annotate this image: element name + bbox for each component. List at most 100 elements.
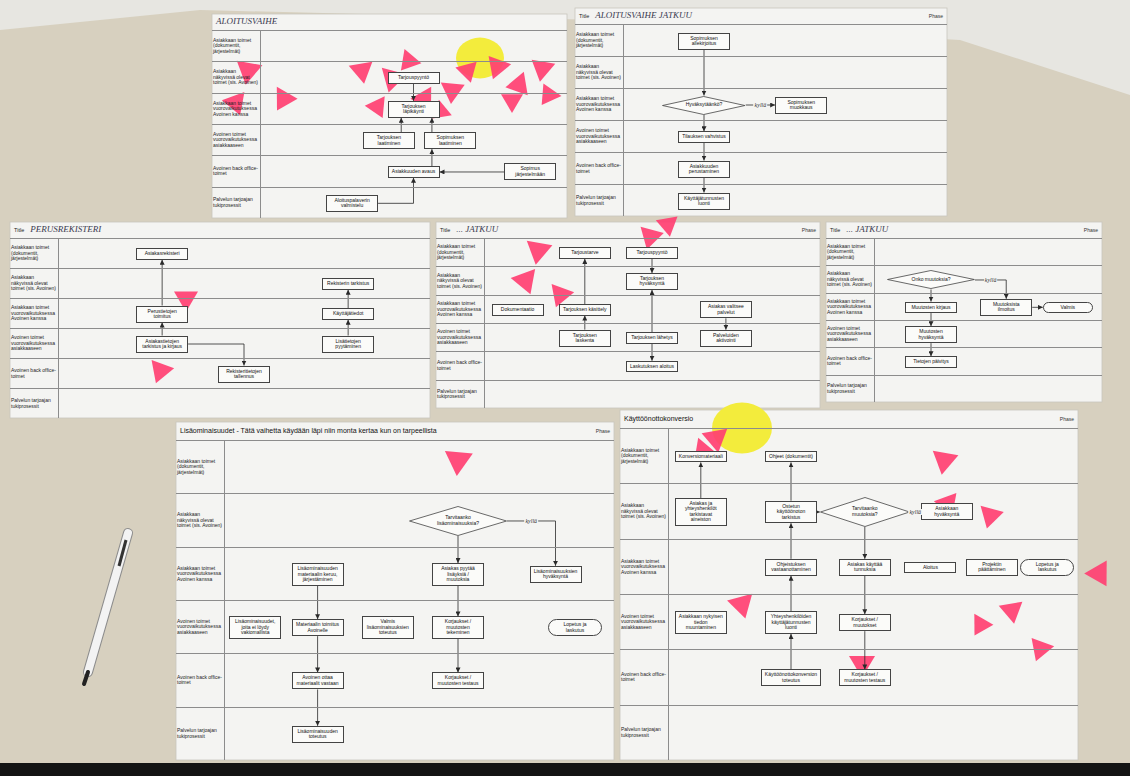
process-box: Asiakas käyttää tunnuksia xyxy=(839,559,891,576)
process-box: Sopimuksen allekirjoitus xyxy=(678,33,730,50)
box-text: Ostetun käyttöönoton tarkistus xyxy=(769,504,813,521)
sheet-header: Käyttöönottokonversio xyxy=(620,410,1078,428)
sticky-note xyxy=(1025,638,1055,665)
phase-label: Phase xyxy=(1084,227,1098,233)
sheet-header: Title... JATKUU xyxy=(436,222,820,238)
box-text: Tarjouspyyntö xyxy=(630,250,674,256)
sticky-note xyxy=(443,451,473,477)
box-text: Tarjouksen läpikäynti xyxy=(392,104,436,115)
swimlane: Avoinen toimet vuorovaikutuksessa asiakk… xyxy=(10,328,430,358)
lane-label: Asiakkaan näkyvissä olevat toimet (sis. … xyxy=(212,62,261,92)
swimlane: Avoinen toimet vuorovaikutuksessa asiakk… xyxy=(826,320,1102,347)
swimlane: Palvelun tarjoajan tukiprosessit xyxy=(620,705,1078,760)
swimlane: Avoinen back office-toimetRekisteritieto… xyxy=(10,358,430,388)
process-box: Ohjeet (dokumentit) xyxy=(765,451,817,463)
process-box: Valmis lisäominaisuuksien toteutus xyxy=(362,616,414,639)
flow-arrow xyxy=(791,462,792,500)
box-text: Korjaukset / muutosten testaus xyxy=(843,672,887,683)
process-box: Aloituspalaverin valmistelu xyxy=(326,195,378,212)
process-box: Rekisteritietojen tallennus xyxy=(218,366,270,383)
paper-sheet xyxy=(436,222,820,408)
box-text: Asiakkuuden avaus xyxy=(392,169,436,175)
process-box: Korjaukset / muutosten tekeminen xyxy=(432,616,484,639)
box-text: Muutoksista ilmoitus xyxy=(984,302,1028,313)
flow-arrow xyxy=(431,149,432,166)
lane-label: Asiakkaan toimet vuorovaikutuksessa Avoi… xyxy=(176,548,225,600)
box-text: Lisäominaisuuden toteutus xyxy=(296,729,340,740)
process-box: Asiakkaan hyväksyntä xyxy=(921,503,973,520)
decision-text: Hyväksytäänkö? xyxy=(686,102,723,108)
sticky-note xyxy=(656,217,681,239)
box-text: Tarjouksen hyväksyntä xyxy=(630,276,674,287)
process-box: Yhteyshenkilöiden käyttäjätunnusten luon… xyxy=(765,611,817,634)
lane-label: Asiakkaan toimet (dokumentit, järjestelm… xyxy=(620,429,669,483)
process-box: Materiaalin toimitus Avoinelle xyxy=(292,619,344,636)
box-text: Lisäominaisuuden materiaalin keruu, järj… xyxy=(296,566,340,583)
lane-label: Asiakkaan toimet (dokumentit, järjestelm… xyxy=(826,239,875,265)
swimlane: Asiakkaan näkyvissä olevat toimet (sis. … xyxy=(10,268,430,298)
box-text: Asiakas pyytää lisäyksiä / muutoksia xyxy=(436,566,480,583)
edge-label: kyllä xyxy=(524,518,538,524)
process-box: Tilauksen vahvistus xyxy=(678,131,730,143)
lane-label: Avoinen back office-toimet xyxy=(826,348,875,374)
process-box: Aloitus xyxy=(904,562,956,574)
box-text: Käyttäjätunnusten luonti xyxy=(682,196,726,207)
flow-arrow xyxy=(704,178,705,193)
swimlane: Asiakkaan toimet (dokumentit, järjestelm… xyxy=(826,238,1102,265)
process-box: Käyttäjätiedot xyxy=(322,308,374,320)
lane-label: Asiakkaan toimet (dokumentit, järjestelm… xyxy=(575,25,624,56)
process-box: Ohjeistuksen vastaanottaminen xyxy=(765,559,817,576)
phase-label: Phase xyxy=(596,428,610,434)
swimlane: Palvelun tarjoajan tukiprosessit xyxy=(10,388,430,418)
flow-arrow xyxy=(1032,307,1043,308)
sheet-header: Title... JATKUU xyxy=(826,222,1102,238)
swimlane: Palvelun tarjoajan tukiprosessit xyxy=(436,380,820,408)
swimlane: Asiakkaan toimet (dokumentit, järjestelm… xyxy=(436,238,820,266)
process-box: Asiakas ja yhteyshenkilöt tarkistavat ai… xyxy=(675,498,727,526)
process-box: Muutoksista ilmoitus xyxy=(980,299,1032,316)
sticky-note xyxy=(267,87,298,117)
process-box: Tarjouksen hyväksyntä xyxy=(626,273,678,290)
sticky-note xyxy=(501,94,523,113)
process-box: Ostetun käyttöönoton tarkistus xyxy=(765,501,817,524)
swimlane: Avoinen toimet vuorovaikutuksessa asiakk… xyxy=(575,120,947,152)
process-sheet: KäyttöönottokonversioAsiakkaan toimet (d… xyxy=(620,410,1078,760)
flow-arrow xyxy=(864,527,865,559)
sheet-title: ... JATKUU xyxy=(846,225,888,235)
box-text: Tarjoustarve xyxy=(563,250,607,256)
sheet-header: Lisäominaisuudet - Tätä vaihetta käydään… xyxy=(176,422,614,440)
box-text: Tietojen päivitys xyxy=(909,359,953,365)
swimlane: Avoinen back office-toimet Tietojen päivi… xyxy=(826,347,1102,374)
flow-arrow xyxy=(700,462,701,498)
process-box: Tarjouspyyntö xyxy=(626,247,678,259)
process-box: Asiakas valitsee palvelut xyxy=(700,301,752,318)
process-box: Asiakastietojen tarkistus ja kirjaus xyxy=(136,336,188,353)
lane-label: Avoinen toimet vuorovaikutuksessa asiakk… xyxy=(212,125,261,155)
box-text: Sopimuksen laatiminen xyxy=(428,135,472,146)
flow-arrow xyxy=(378,178,413,204)
box-text: Asiakkuuden perustaminen xyxy=(682,164,726,175)
sheet-title: Title xyxy=(14,227,24,233)
swimlane: Asiakkaan toimet (dokumentit, järjestelm… xyxy=(575,24,947,56)
process-box: Rekisterin tarkistus xyxy=(322,278,374,290)
flow-arrow xyxy=(440,171,505,172)
decision-text: Tarvitaanko muutoksia? xyxy=(845,506,885,517)
box-text: Korjaukset / muutosten tekeminen xyxy=(436,619,480,636)
lane-label: Asiakkaan näkyvissä olevat toimet (sis. … xyxy=(620,484,669,538)
swimlane: Asiakkaan näkyvissä olevat toimet (sis. … xyxy=(620,483,1078,538)
swimlane: Asiakkaan näkyvissä olevat toimet (sis. … xyxy=(436,266,820,294)
flow-arrow xyxy=(507,521,556,566)
swimlane: Avoinen back office-toimetAvoinen ottaa … xyxy=(176,653,614,706)
flow-arrow xyxy=(162,323,163,336)
sheet-title: ... JATKUU xyxy=(456,225,498,235)
box-text: Laskutuksen aloitus xyxy=(630,364,674,370)
swimlane: Asiakkaan toimet (dokumentit, järjestelm… xyxy=(10,238,430,268)
decision-diamond: Hyväksytäänkö? xyxy=(662,96,745,115)
sticky-note xyxy=(533,83,562,111)
lane-label: Asiakkaan toimet (dokumentit, järjestelm… xyxy=(436,239,485,266)
flow-arrow xyxy=(458,639,459,673)
box-text: Ohjeet (dokumentit) xyxy=(769,454,813,460)
process-box: Korjaukset / muutosten testaus xyxy=(432,672,484,689)
sheet-header: TitleALOITUSVAIHE JATKUU xyxy=(575,8,947,24)
